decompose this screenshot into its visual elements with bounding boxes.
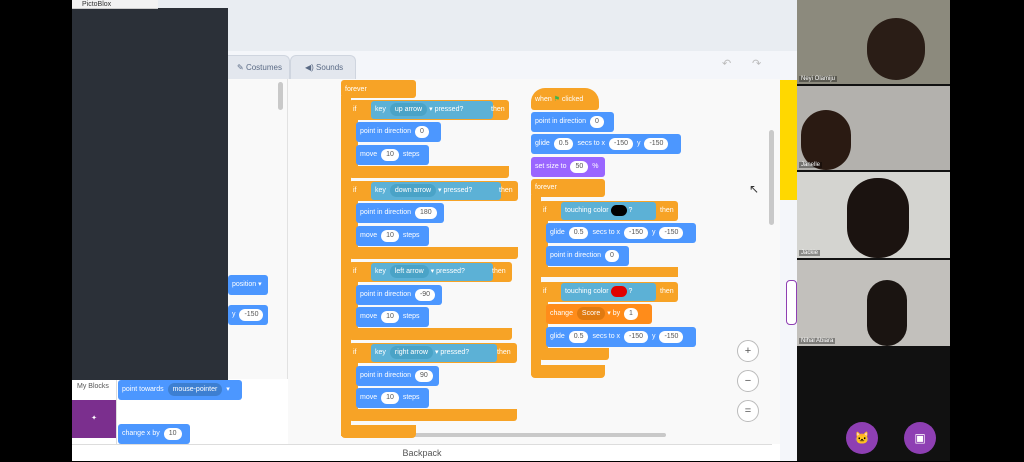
sprite-tile[interactable] [786,280,797,325]
forever-end [341,425,416,438]
color-swatch-red[interactable] [610,285,627,297]
if-end [539,267,678,277]
backpack-bar[interactable]: Backpack [72,444,772,461]
speaker-icon: ◀) [305,63,317,72]
forever-arm [341,96,351,436]
zoom-out-icon: − [744,375,752,387]
if-block[interactable]: if touching color ? then [539,282,678,302]
participant-video [867,18,925,80]
touching-color-sensor[interactable]: touching color ? [561,202,656,220]
stage-edge [780,80,797,200]
if-arm [539,219,548,267]
if-block[interactable]: if key up arrow▾ pressed? then [349,100,509,120]
zoom-reset-button[interactable]: = [737,400,759,422]
if-end [349,166,509,178]
move-block[interactable]: move 10 steps [356,226,429,246]
make-block-icon: ✦ [91,415,97,422]
palette-scrollbar[interactable] [278,82,283,110]
palette-position-block[interactable]: position ▾ [228,275,268,295]
point-direction-block[interactable]: point in direction 180 [356,203,444,223]
sprite-picker-button[interactable]: 🐱 [846,422,878,454]
glide-block[interactable]: glide 0.5 secs to x -150 y -150 [546,327,696,347]
move-block[interactable]: move 10 steps [356,145,429,165]
point-direction-block[interactable]: point in direction -90 [356,285,442,305]
forever-block[interactable]: forever [531,179,605,197]
participant-video [867,280,907,346]
if-end [539,348,609,360]
green-flag-icon: ⚑ [553,96,560,103]
if-arm [349,280,358,334]
zoom-out-button[interactable]: − [737,370,759,392]
key-pressed-sensor[interactable]: key up arrow▾ pressed? [371,101,493,119]
redo-icon[interactable]: ↷ [752,58,762,70]
if-arm [349,361,358,415]
undo-icon[interactable]: ↶ [722,58,732,70]
key-pressed-sensor[interactable]: key right arrow▾ pressed? [371,344,497,362]
glide-block[interactable]: glide 0.5 secs to x -150 y -150 [546,223,696,243]
if-arm [539,300,548,352]
palette-change-x-block[interactable]: change x by 10 [118,424,190,444]
app-label: PictoBlox [72,0,158,9]
point-direction-block[interactable]: point in direction 0 [531,112,614,132]
if-block[interactable]: if key left arrow▾ pressed? then [349,262,512,282]
mouse-cursor-icon: ↖ [749,182,760,196]
if-end [349,328,512,340]
make-block-button[interactable]: ✦ [72,400,116,438]
if-block[interactable]: if key right arrow▾ pressed? then [349,343,517,363]
participant-video [847,178,909,258]
horizontal-scrollbar[interactable] [394,433,666,437]
move-block[interactable]: move 10 steps [356,388,429,408]
if-arm [349,199,358,253]
brush-icon: ✎ [237,63,246,72]
glide-block[interactable]: glide 0.5 secs to x -150 y -150 [531,134,681,154]
if-block[interactable]: if touching color ? then [539,201,678,221]
if-end [349,409,517,421]
palette-y-block[interactable]: y -150 [228,305,268,325]
point-direction-block[interactable]: point in direction 0 [546,246,629,266]
palette-point-towards-block[interactable]: point towards mouse-pointer ▾ [118,380,242,400]
right-black-bar [950,0,1024,461]
if-arm [349,118,358,172]
stage-panel [72,8,228,380]
participant-tile[interactable]: Neyi Olamiju [797,0,950,84]
zoom-reset-icon: = [744,405,752,417]
if-block[interactable]: if key down arrow▾ pressed? then [349,181,518,201]
participant-tile[interactable]: Nihal Abiara [797,260,950,346]
move-block[interactable]: move 10 steps [356,307,429,327]
if-end [349,247,518,259]
block-palette [228,79,288,379]
forever-end [531,365,605,378]
workspace-scrollbar[interactable] [769,130,774,225]
cat-icon: 🐱 [854,431,870,445]
change-score-block[interactable]: change Score▾ by 1 [546,304,652,324]
point-direction-block[interactable]: point in direction 90 [356,366,439,386]
participant-video [801,110,851,170]
backdrop-picker-button[interactable]: ▣ [904,422,936,454]
color-swatch-black[interactable] [610,204,627,216]
touching-color-sensor[interactable]: touching color ? [561,283,656,301]
key-pressed-sensor[interactable]: key down arrow▾ pressed? [371,182,501,200]
participant-tile[interactable]: Janelle [797,86,950,170]
set-size-block[interactable]: set size to 50 % [531,157,605,177]
my-blocks-label: My Blocks [77,383,109,390]
tab-sounds[interactable]: ◀) Sounds [290,55,356,79]
zoom-in-icon: + [744,345,752,357]
point-direction-block[interactable]: point in direction 0 [356,122,441,142]
participant-tile[interactable]: Jackie [797,172,950,258]
tab-costumes[interactable]: ✎ Costumes [222,55,290,79]
key-pressed-sensor[interactable]: key left arrow▾ pressed? [371,263,493,281]
forever-block[interactable]: forever [341,80,416,98]
image-icon: ▣ [914,431,926,445]
zoom-in-button[interactable]: + [737,340,759,362]
forever-arm [531,195,541,375]
when-flag-clicked-block[interactable]: when ⚑ clicked [531,88,599,110]
